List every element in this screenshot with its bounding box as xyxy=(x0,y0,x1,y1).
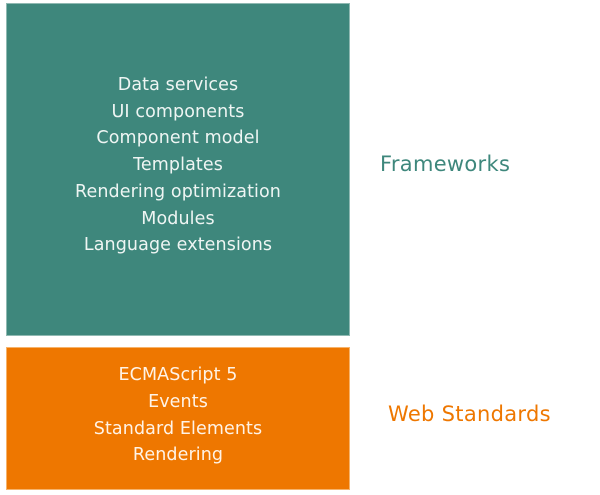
standards-item-ecmascript: ECMAScript 5 xyxy=(118,365,238,386)
frameworks-layer-label: Frameworks xyxy=(380,152,511,176)
frameworks-item-component-model: Component model xyxy=(96,128,260,149)
frameworks-item-templates: Templates xyxy=(133,155,223,176)
standards-item-events: Events xyxy=(148,391,208,412)
frameworks-item-language-extensions: Language extensions xyxy=(83,235,273,256)
standards-item-rendering: Rendering xyxy=(132,445,224,466)
frameworks-layer-box: Data services UI components Component mo… xyxy=(6,3,350,336)
standards-item-standard-elements: Standard Elements xyxy=(93,418,263,439)
frameworks-item-rendering-optimization: Rendering optimization xyxy=(74,181,281,202)
frameworks-item-data-services: Data services xyxy=(117,75,239,96)
web-standards-layer-label: Web Standards xyxy=(388,402,551,426)
web-standards-layer-box: ECMAScript 5 Events Standard Elements Re… xyxy=(6,347,350,490)
frameworks-item-modules: Modules xyxy=(141,208,215,229)
frameworks-item-ui-components: UI components xyxy=(111,101,245,122)
